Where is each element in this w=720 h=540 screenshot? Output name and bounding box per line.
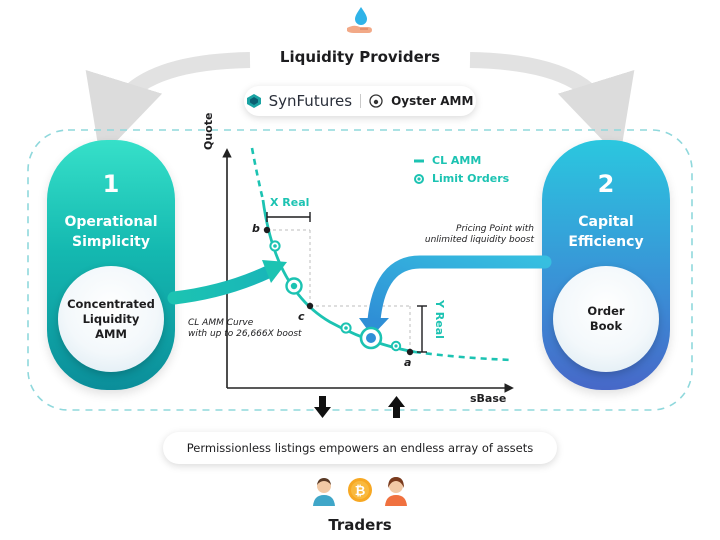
circle-line1: Concentrated — [67, 296, 155, 311]
up-arrow-icon — [388, 396, 405, 418]
pricing-note-line1: Pricing Point with — [456, 224, 534, 234]
curve-note-line1: CL AMM Curve — [188, 318, 254, 328]
right-gray-arc — [469, 52, 635, 159]
pricing-note: Pricing Point with unlimited liquidity b… — [400, 224, 534, 246]
synfutures-brand: SynFutures — [268, 92, 353, 110]
pricing-arrow-body — [367, 255, 552, 327]
synfutures-logo-icon — [246, 94, 261, 108]
curve-tail-upper — [250, 147, 265, 201]
card-title-line2: Simplicity — [71, 234, 150, 250]
y-real-label: Y Real — [433, 300, 446, 339]
hand-with-droplet-icon — [347, 7, 372, 33]
bitcoin-coin-icon: ₿ — [348, 478, 372, 502]
circle-line1: Order — [587, 304, 625, 318]
point-b-label: b — [252, 222, 260, 235]
operational-simplicity-card: 1 Operational Simplicity Concentrated Li… — [47, 140, 175, 390]
dashed-outline — [27, 129, 693, 411]
card-title-line1: Operational — [64, 214, 158, 230]
pricing-note-line2: unlimited liquidity boost — [424, 235, 534, 245]
traders-icons: ₿ — [313, 477, 407, 506]
curve-note: CL AMM Curve with up to 26,666X boost — [188, 318, 302, 340]
curve-tail-lower — [414, 350, 513, 362]
traders-title: Traders — [328, 516, 392, 534]
divider — [360, 94, 362, 108]
x-real-label: X Real — [270, 196, 310, 209]
cl-arrow-head — [262, 260, 287, 283]
capital-efficiency-card: 2 Capital Efficiency Order Book — [542, 140, 670, 390]
legend-limit-orders: Limit Orders — [432, 172, 510, 185]
left-gray-arc — [85, 52, 251, 159]
cl-amm-circle: Concentrated Liquidity AMM — [58, 266, 164, 372]
y-axis-label: Quote — [202, 112, 215, 150]
curve-note-line2: with up to 26,666X boost — [188, 329, 302, 339]
card-title-line1: Capital — [578, 214, 634, 230]
card-number: 1 — [102, 170, 120, 198]
oyster-logo-icon — [369, 94, 383, 108]
trader-woman-icon — [385, 477, 407, 506]
point-a-dot — [406, 348, 414, 356]
liquidity-providers-title: Liquidity Providers — [279, 48, 441, 66]
circle-line2: Book — [589, 319, 623, 333]
point-a-label: a — [404, 356, 412, 369]
point-b-dot — [263, 226, 271, 234]
order-book-circle: Order Book — [553, 266, 659, 372]
permissionless-listings-text: Permissionless listings empowers an endl… — [186, 441, 534, 455]
limit-order-markers — [269, 240, 402, 352]
point-c-label: c — [298, 310, 305, 323]
circle-line2: Liquidity — [82, 311, 140, 326]
trader-man-icon — [313, 478, 335, 506]
svg-text:₿: ₿ — [355, 484, 366, 499]
cl-arrow-body — [167, 265, 275, 305]
pricing-arrow-head — [359, 318, 389, 336]
down-arrow-icon — [314, 396, 331, 418]
card-number: 2 — [597, 170, 615, 198]
point-c-dot — [306, 302, 314, 310]
x-axis-label: sBase — [470, 392, 507, 405]
card-title-line2: Efficiency — [568, 234, 644, 250]
circle-line3: AMM — [95, 326, 127, 341]
oyster-brand: Oyster AMM — [391, 94, 474, 108]
brands-pill: SynFutures Oyster AMM — [244, 86, 476, 116]
legend-cl-amm: CL AMM — [432, 154, 482, 167]
permissionless-listings-pill: Permissionless listings empowers an endl… — [163, 432, 557, 464]
